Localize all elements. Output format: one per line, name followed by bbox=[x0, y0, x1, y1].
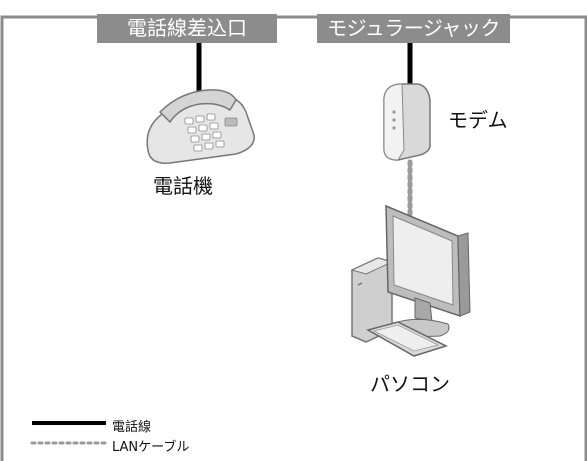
pc-label: パソコン bbox=[370, 372, 450, 396]
telephone-icon bbox=[146, 89, 255, 164]
modular-jack-label: モジュラージャック bbox=[317, 14, 510, 43]
phone-jack-label: 電話線差込口 bbox=[97, 14, 277, 43]
modem-icon bbox=[383, 83, 431, 161]
telephone-label: 電話機 bbox=[153, 174, 213, 198]
pc-icon bbox=[350, 204, 471, 357]
legend-lan-cable-label: LANケーブル bbox=[112, 440, 190, 455]
legend-phone-line-label: 電話線 bbox=[112, 420, 152, 435]
modem-label: モデム bbox=[448, 108, 508, 132]
